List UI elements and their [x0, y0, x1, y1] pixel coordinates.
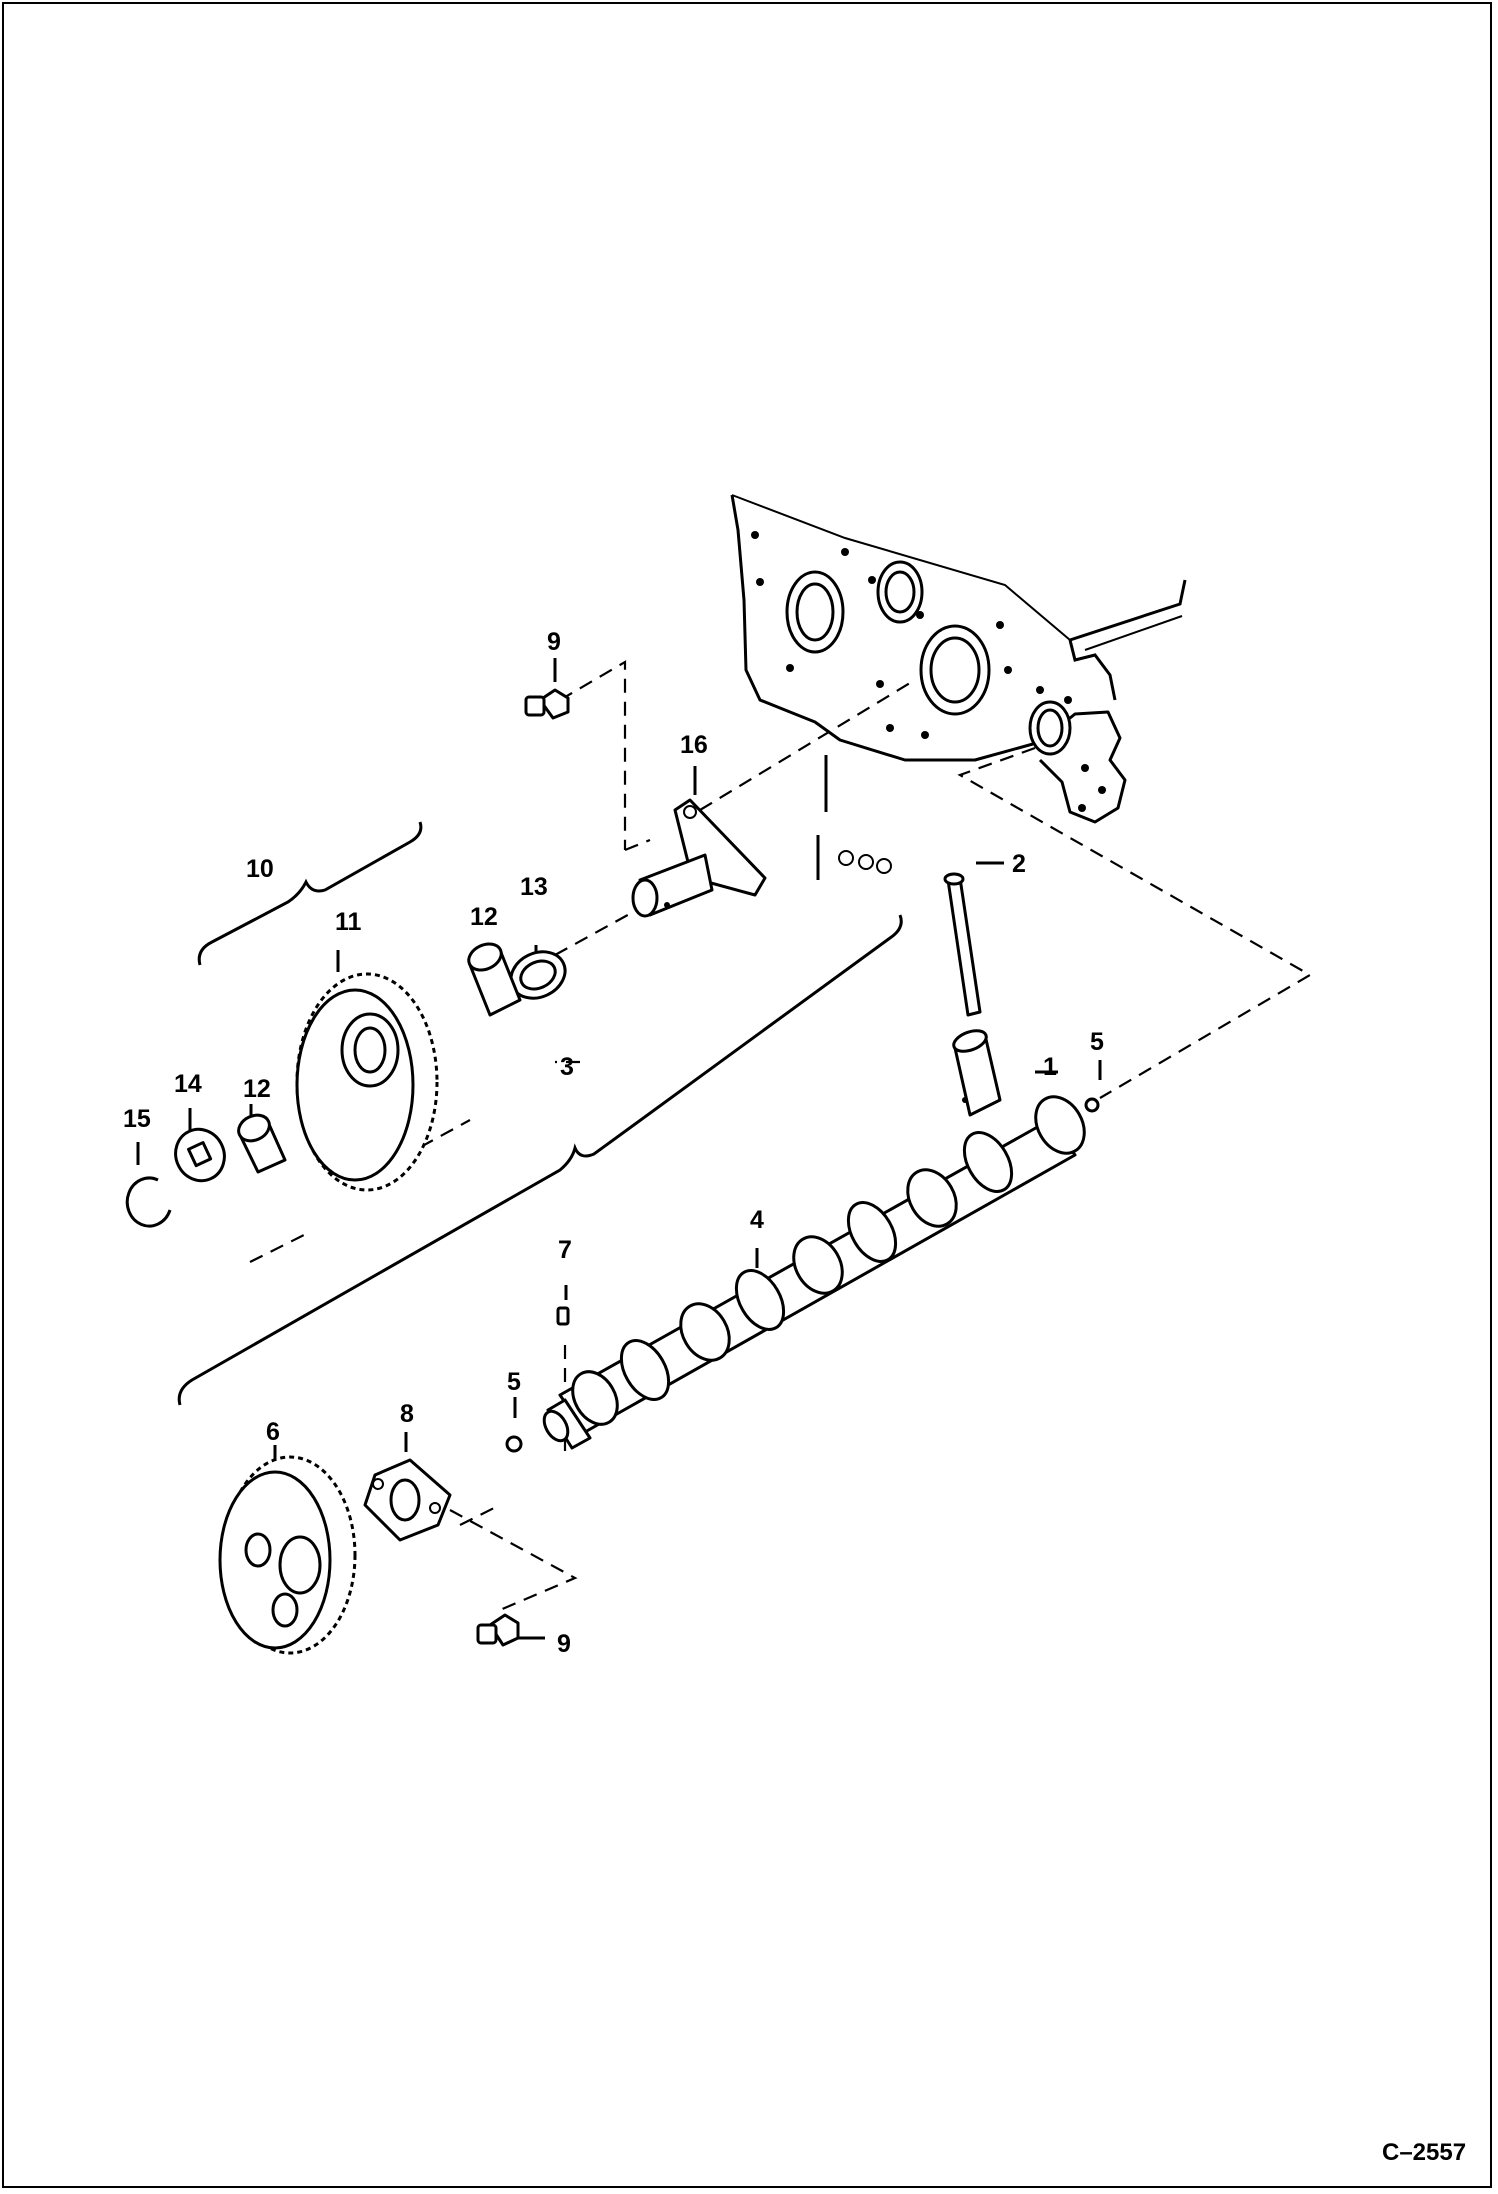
camshaft: [542, 1095, 1086, 1450]
callout-6: 6: [266, 1418, 280, 1446]
bolt-upper: [524, 688, 570, 720]
thrust-washer: [509, 950, 567, 1000]
plug-right: [1084, 1097, 1100, 1113]
callout-13: 13: [520, 873, 548, 901]
callout-5-left: 5: [507, 1368, 521, 1396]
thrust-washer-lower: [174, 1127, 226, 1183]
callout-12-upper: 12: [470, 903, 498, 931]
callout-15: 15: [123, 1105, 151, 1133]
bolt-lower: [476, 1613, 520, 1647]
callout-10: 10: [246, 855, 274, 883]
key: [556, 1306, 570, 1326]
bracket-3: [177, 914, 903, 1406]
plug-left: [505, 1435, 523, 1453]
callout-1: 1: [1043, 1053, 1057, 1081]
callout-9-lower: 9: [557, 1630, 571, 1658]
callout-labels: 1 2 3 4 5 5 6 7 8 9 9 10 11 12 12 13 14 …: [123, 628, 1104, 1658]
callout-7: 7: [558, 1236, 572, 1264]
figure-reference: C–2557: [1382, 2139, 1466, 2166]
engine-front-plate: [730, 494, 1187, 880]
tappet: [952, 1029, 1002, 1117]
retaining-ring: [125, 1176, 172, 1228]
callout-3: 3: [560, 1053, 574, 1081]
callout-9-upper: 9: [547, 628, 561, 656]
push-rod: [943, 872, 982, 1017]
thrust-plate: [363, 1458, 452, 1542]
callout-14: 14: [174, 1070, 202, 1098]
callout-11: 11: [335, 908, 362, 936]
callout-2: 2: [1012, 850, 1026, 878]
camshaft-gear: [218, 1455, 357, 1655]
idler-shaft: [631, 798, 767, 918]
bushing-lower: [237, 1113, 287, 1174]
idler-gear: [295, 972, 439, 1192]
callout-12-lower: 12: [243, 1075, 271, 1103]
callout-8: 8: [400, 1400, 414, 1428]
callout-4: 4: [750, 1206, 764, 1234]
bracket-10: [197, 821, 423, 966]
callout-16: 16: [680, 731, 708, 759]
bushing-upper: [467, 942, 522, 1017]
callout-5-right: 5: [1090, 1028, 1104, 1056]
